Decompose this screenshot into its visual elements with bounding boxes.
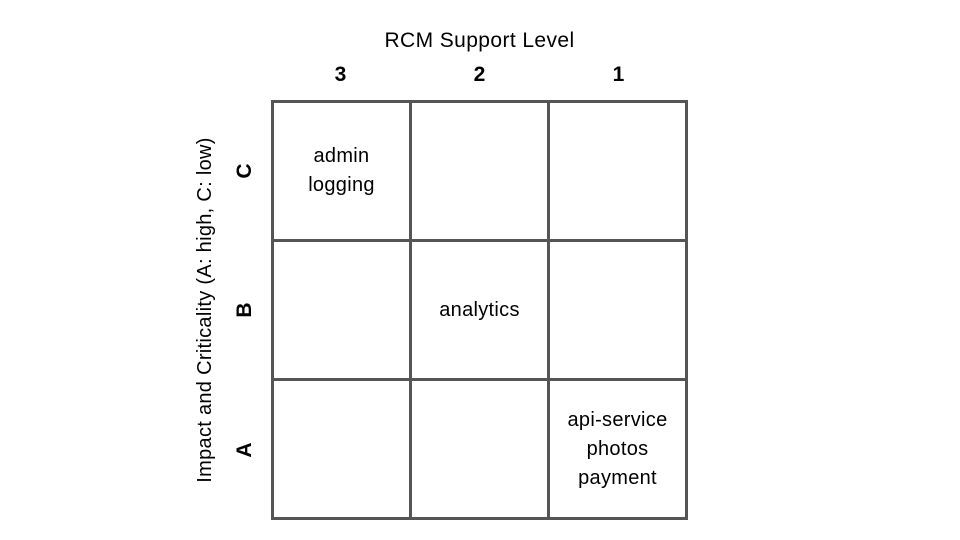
matrix-cell-c2 xyxy=(412,103,547,239)
row-label-a: A xyxy=(233,442,256,458)
matrix-cell-a3 xyxy=(274,381,409,517)
matrix-cell-b3 xyxy=(274,242,409,378)
matrix-cell-b2: analytics xyxy=(412,242,547,378)
matrix-cell-c1 xyxy=(550,103,685,239)
y-axis-title: Impact and Criticality (A: high, C: low) xyxy=(194,137,216,483)
x-axis-title: RCM Support Level xyxy=(384,29,575,52)
matrix-cell-a1: api-service photos payment xyxy=(550,381,685,517)
matrix-cell-c3: admin logging xyxy=(274,103,409,239)
col-header-1: 1 xyxy=(612,63,625,86)
row-label-b: B xyxy=(233,302,256,318)
col-header-2: 2 xyxy=(473,63,486,86)
matrix-cell-a2 xyxy=(412,381,547,517)
col-header-3: 3 xyxy=(334,63,347,86)
matrix-cell-b1 xyxy=(550,242,685,378)
column-headers: 3 2 1 xyxy=(271,62,688,88)
matrix-grid: admin logging analytics api-service phot… xyxy=(271,100,688,520)
row-label-c: C xyxy=(233,163,256,179)
